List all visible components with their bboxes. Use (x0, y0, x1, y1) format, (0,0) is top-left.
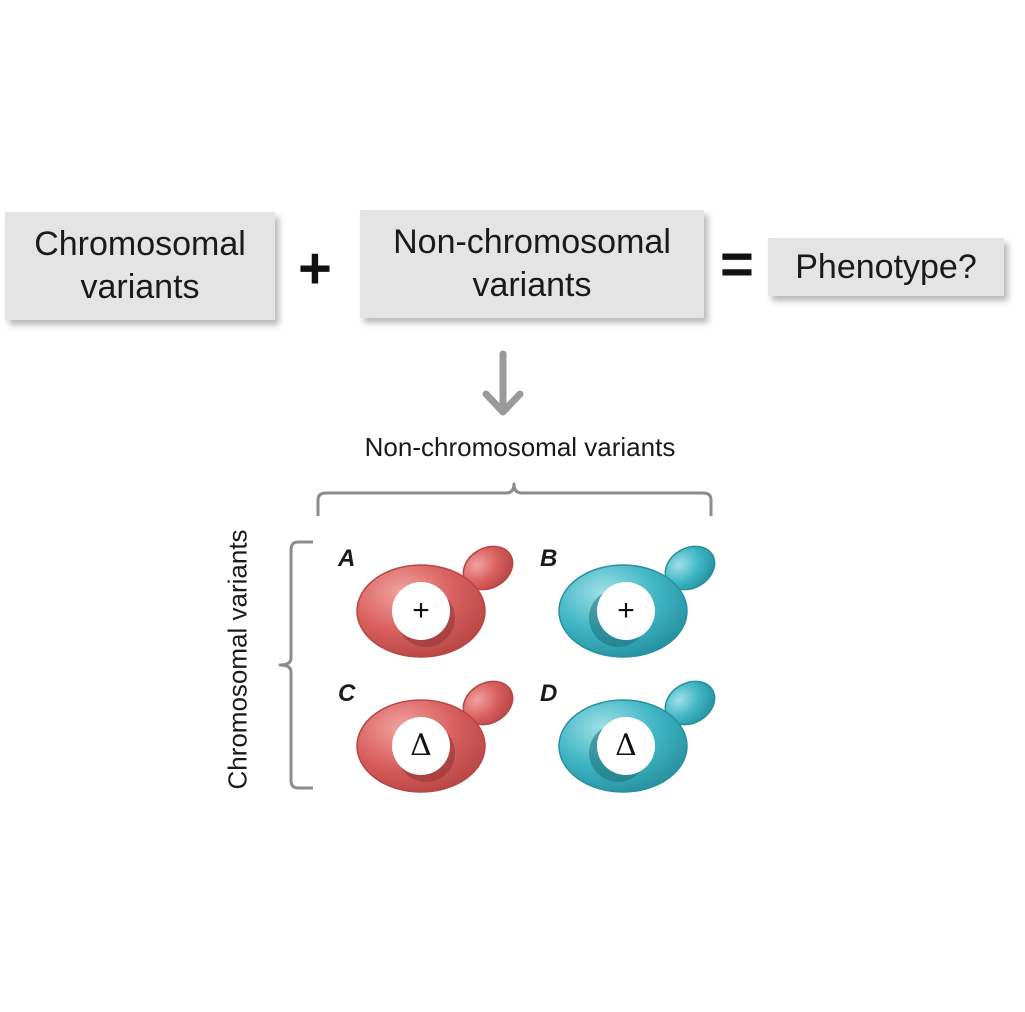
non-chromosomal-box-line2: variants (472, 266, 592, 304)
nucleus-symbol-b: + (617, 594, 635, 627)
down-arrow-icon (482, 350, 524, 416)
yeast-cell-b (558, 545, 716, 658)
non-chromosomal-box-line1: Non-chromosomal (393, 223, 671, 261)
yeast-cell-d (558, 680, 716, 793)
plus-operator: + (298, 236, 332, 301)
column-axis-label: Non-chromosomal variants (364, 432, 676, 462)
row-bracket (278, 540, 313, 790)
cell-letter-a: A (338, 545, 356, 572)
chromosomal-box-line1: Chromosomal (34, 225, 246, 263)
chromosomal-variants-box: Chromosomal variants (5, 212, 275, 320)
equals-operator: = (720, 232, 754, 297)
cell-letter-c: C (338, 680, 356, 707)
cell-letter-d: D (540, 680, 558, 707)
phenotype-label: Phenotype? (795, 247, 977, 286)
yeast-cell-a (356, 545, 514, 658)
nucleus-symbol-a: + (412, 594, 430, 627)
nucleus-symbol-c: Δ (410, 728, 432, 763)
non-chromosomal-variants-box: Non-chromosomal variants (360, 210, 704, 318)
cell-letter-b: B (540, 545, 558, 572)
row-axis-label: Chromosomal variants (222, 529, 253, 790)
phenotype-box: Phenotype? (768, 238, 1004, 296)
nucleus-symbol-d: Δ (615, 728, 637, 763)
yeast-cell-c (356, 680, 514, 793)
column-bracket (316, 482, 713, 516)
chromosomal-box-line2: variants (80, 268, 200, 306)
